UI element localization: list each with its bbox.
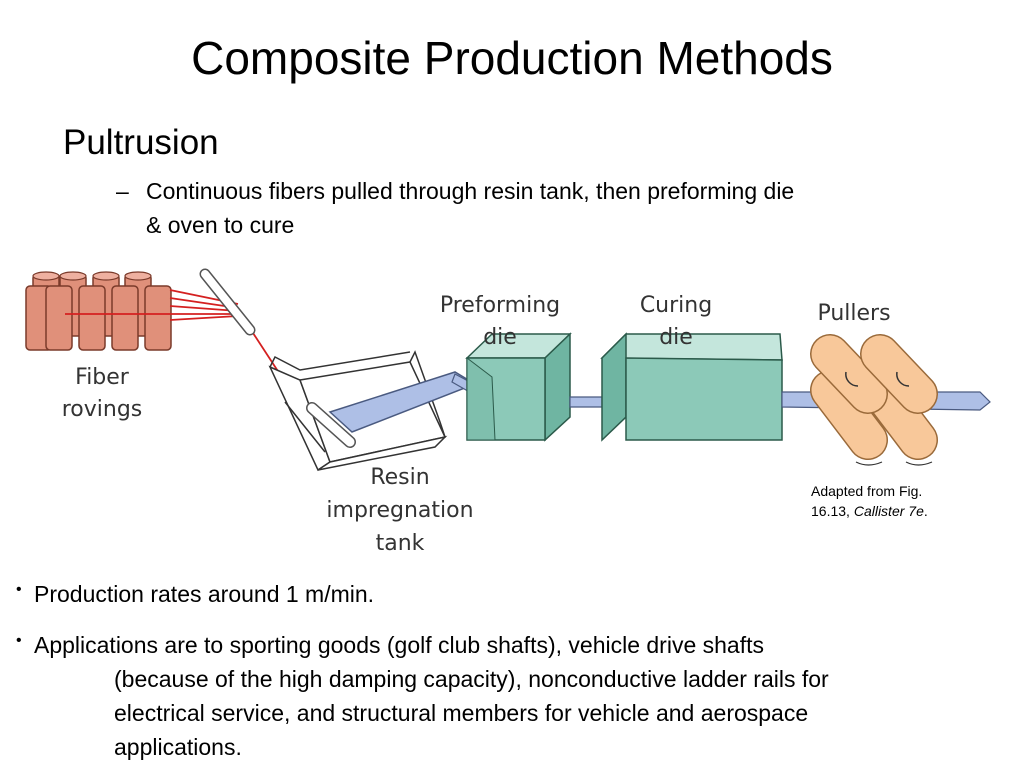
label-fiber-line-2: rovings xyxy=(62,397,143,422)
slide-subtitle: Pultrusion xyxy=(63,123,219,162)
bullet-applications-line-1: Applications are to sporting goods (golf… xyxy=(34,632,764,658)
figure-credit-italic: Callister 7e xyxy=(853,503,924,519)
bullet-applications-line-4: applications. xyxy=(114,734,242,760)
pultrusion-diagram: Fiber rovings Preforming die Curing die … xyxy=(25,268,991,556)
composite-strip-2 xyxy=(569,396,603,408)
label-pullers: Pullers xyxy=(817,301,890,326)
preforming-die xyxy=(465,332,572,442)
bullet-marker: • xyxy=(16,581,22,598)
label-resin-line-2: impregnation xyxy=(326,498,473,523)
pullers xyxy=(810,334,938,466)
label-fiber-line-1: Fiber xyxy=(75,365,130,390)
label-curing-line-2: die xyxy=(659,325,693,350)
label-preforming-line-2: die xyxy=(483,325,517,350)
roving-spool xyxy=(78,285,106,351)
bullet-applications-line-2: (because of the high damping capacity), … xyxy=(114,666,829,692)
figure-credit-suffix: . xyxy=(923,503,928,519)
bullet-production-rates: • Production rates around 1 m/min. xyxy=(16,577,916,611)
figure-credit: Adapted from Fig. 16.13, Callister 7e. xyxy=(811,481,928,521)
bullet-marker: • xyxy=(16,632,22,649)
figure-credit-prefix: 16.13, xyxy=(811,503,854,519)
bullet-applications-line-3: electrical service, and structural membe… xyxy=(114,700,809,726)
bullet-text: Production rates around 1 m/min. xyxy=(34,581,375,607)
sub-bullet-line-1: Continuous fibers pulled through resin t… xyxy=(146,178,795,204)
figure-credit-line-2: 16.13, Callister 7e. xyxy=(811,501,928,521)
roving-spool xyxy=(45,285,73,351)
sub-bullet: – Continuous fibers pulled through resin… xyxy=(116,174,976,242)
slide-title: Composite Production Methods xyxy=(191,32,833,84)
label-resin-line-1: Resin xyxy=(370,465,429,490)
label-resin-line-3: tank xyxy=(376,531,425,556)
dash-marker: – xyxy=(116,178,129,204)
guide-roller xyxy=(199,268,256,336)
label-curing-line-1: Curing xyxy=(640,293,712,318)
roving-spool xyxy=(144,285,172,351)
figure-credit-line-1: Adapted from Fig. xyxy=(811,483,923,499)
fiber-rovings-front-row xyxy=(25,285,172,351)
curing-die xyxy=(600,332,783,442)
bullet-applications: • Applications are to sporting goods (go… xyxy=(16,628,1006,764)
roving-spool xyxy=(111,285,139,351)
label-preforming-line-1: Preforming xyxy=(440,293,560,318)
sub-bullet-line-2: & oven to cure xyxy=(146,212,295,238)
